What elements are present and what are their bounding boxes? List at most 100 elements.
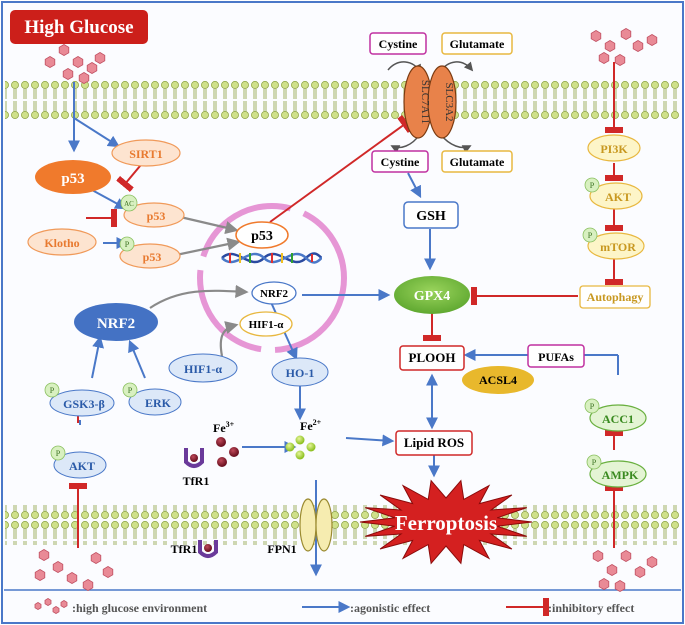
fe3-label: Fe3+ bbox=[213, 420, 235, 435]
autophagy-label: Autophagy bbox=[587, 290, 644, 304]
glutamate-inner-label: Glutamate bbox=[450, 155, 505, 169]
cystine-outer-box: Cystine bbox=[369, 32, 427, 55]
klotho-node: Klotho bbox=[27, 228, 97, 256]
legend-inhibitory-label: :inhibitory effect bbox=[548, 601, 634, 615]
glucose-molecule-icon bbox=[82, 579, 94, 591]
glucose-molecule-icon bbox=[598, 578, 610, 590]
nrf2-nuclear-node: NRF2 bbox=[251, 281, 297, 305]
acc1-label: ACC1 bbox=[602, 412, 634, 426]
erk-phospho-badge bbox=[122, 382, 138, 398]
top-membrane bbox=[5, 80, 680, 120]
cystine-outer-label: Cystine bbox=[379, 37, 418, 51]
glucose-cluster-bottom-left bbox=[34, 549, 114, 591]
tfr1-receptor-a: TfR1 bbox=[183, 448, 209, 488]
pufas-label: PUFAs bbox=[538, 350, 574, 364]
glucose-molecule-icon bbox=[598, 52, 610, 64]
dna-icon bbox=[221, 252, 323, 264]
glucose-molecule-icon bbox=[634, 566, 646, 578]
akt-right-phospho-badge bbox=[584, 177, 600, 193]
glucose-cluster-bottom-right bbox=[592, 550, 658, 592]
ac-p53-node: p53 AC bbox=[120, 194, 185, 228]
glucose-molecule-icon bbox=[52, 606, 60, 614]
glucose-cluster-top-right bbox=[590, 28, 658, 66]
slc7a11-slc3a2-transporter: SLC7A11 SLC3A2 bbox=[387, 61, 474, 154]
gsk3b-phospho-text: P bbox=[50, 386, 55, 395]
glucose-molecule-icon bbox=[38, 549, 50, 561]
ac-p53-label: p53 bbox=[147, 209, 166, 223]
phospho-p53-label: p53 bbox=[143, 250, 162, 264]
p53-nuclear-label: p53 bbox=[251, 229, 273, 244]
ho1-label: HO-1 bbox=[286, 366, 315, 380]
fe2-ions: Fe2+ bbox=[285, 418, 322, 460]
glucose-molecule-icon bbox=[58, 44, 70, 56]
glucose-molecule-icon bbox=[62, 68, 74, 80]
akt-left-phospho-badge bbox=[50, 445, 66, 461]
fpn1-label: FPN1 bbox=[267, 542, 296, 556]
akt-right-label: AKT bbox=[605, 190, 631, 204]
legend: :high glucose environment :agonistic eff… bbox=[34, 598, 634, 616]
akt-right-phospho-text: P bbox=[590, 181, 595, 190]
p53-label: p53 bbox=[61, 171, 84, 187]
phospho-badge-text: P bbox=[125, 240, 130, 249]
glucose-molecule-icon bbox=[646, 556, 658, 568]
acc1-phospho-text: P bbox=[590, 402, 595, 411]
fe3-charge: 3+ bbox=[226, 420, 235, 429]
ampk-node: AMPK P bbox=[586, 454, 647, 488]
fe3-symbol: Fe bbox=[213, 421, 226, 435]
erk-node: ERK P bbox=[122, 382, 182, 416]
erk-label: ERK bbox=[145, 396, 172, 410]
akt-left-node: AKT P bbox=[50, 445, 107, 479]
nucleus bbox=[197, 203, 347, 353]
nrf2-nuclear-label: NRF2 bbox=[260, 288, 289, 300]
phospho-badge bbox=[119, 236, 135, 252]
klotho-label: Klotho bbox=[44, 236, 79, 250]
fe2-symbol: Fe bbox=[300, 419, 313, 433]
gsk3b-label: GSK3-β bbox=[63, 397, 105, 411]
gsk3b-phospho-badge bbox=[44, 382, 60, 398]
glucose-molecule-icon bbox=[646, 34, 658, 46]
high-glucose-title: High Glucose bbox=[10, 10, 148, 44]
acc1-node: ACC1 P bbox=[584, 398, 647, 432]
fe3-ions: Fe3+ bbox=[213, 420, 239, 467]
glucose-molecule-icon bbox=[90, 552, 102, 564]
pi3k-label: PI3K bbox=[600, 142, 628, 156]
sirt1-node: SIRT1 bbox=[111, 139, 181, 167]
legend-glucose-label: :high glucose environment bbox=[72, 601, 207, 615]
cystine-inner-box: Cystine bbox=[371, 150, 429, 173]
glutamate-inner-box: Glutamate bbox=[441, 150, 513, 173]
glucose-molecule-icon bbox=[620, 550, 632, 562]
acsl4-node: ACSL4 bbox=[462, 366, 534, 394]
fe2-charge: 2+ bbox=[313, 418, 322, 427]
mtor-label: mTOR bbox=[600, 240, 636, 254]
gpx4-node: GPX4 bbox=[394, 276, 470, 314]
glucose-molecule-icon bbox=[44, 598, 52, 606]
glutamate-outer-label: Glutamate bbox=[450, 37, 505, 51]
pufas-node: PUFAs bbox=[527, 344, 585, 368]
acetyl-badge-text: AC bbox=[124, 200, 134, 208]
glucose-molecule-icon bbox=[52, 561, 64, 573]
slc3a2-label: SLC3A2 bbox=[443, 82, 455, 121]
phospho-p53-node: p53 P bbox=[119, 236, 181, 269]
glucose-molecule-icon bbox=[72, 56, 84, 68]
akt-left-label: AKT bbox=[69, 459, 95, 473]
mtor-node: mTOR P bbox=[582, 227, 645, 260]
ampk-phospho-text: P bbox=[592, 458, 597, 467]
glucose-molecule-icon bbox=[614, 54, 626, 66]
tfr1-b-label: TfR1 bbox=[171, 542, 198, 556]
mtor-phospho-text: P bbox=[588, 231, 593, 240]
ferroptosis-label: Ferroptosis bbox=[395, 511, 497, 535]
glucose-molecule-icon bbox=[94, 52, 106, 64]
glucose-molecule-icon bbox=[34, 602, 42, 610]
legend-glucose-icon bbox=[34, 598, 68, 614]
fpn1-channel: FPN1 bbox=[267, 498, 333, 556]
hif1a-nuclear-node: HIF1-α bbox=[239, 311, 293, 337]
fe2-label: Fe2+ bbox=[300, 418, 322, 433]
p53-node: p53 bbox=[35, 160, 111, 194]
autophagy-node: Autophagy bbox=[579, 285, 651, 309]
ampk-phospho-badge bbox=[586, 454, 602, 470]
cystine-inner-label: Cystine bbox=[381, 155, 420, 169]
plooh-node: PLOOH bbox=[399, 345, 465, 371]
nrf2-node: NRF2 bbox=[74, 303, 158, 341]
glucose-molecule-icon bbox=[60, 600, 68, 608]
